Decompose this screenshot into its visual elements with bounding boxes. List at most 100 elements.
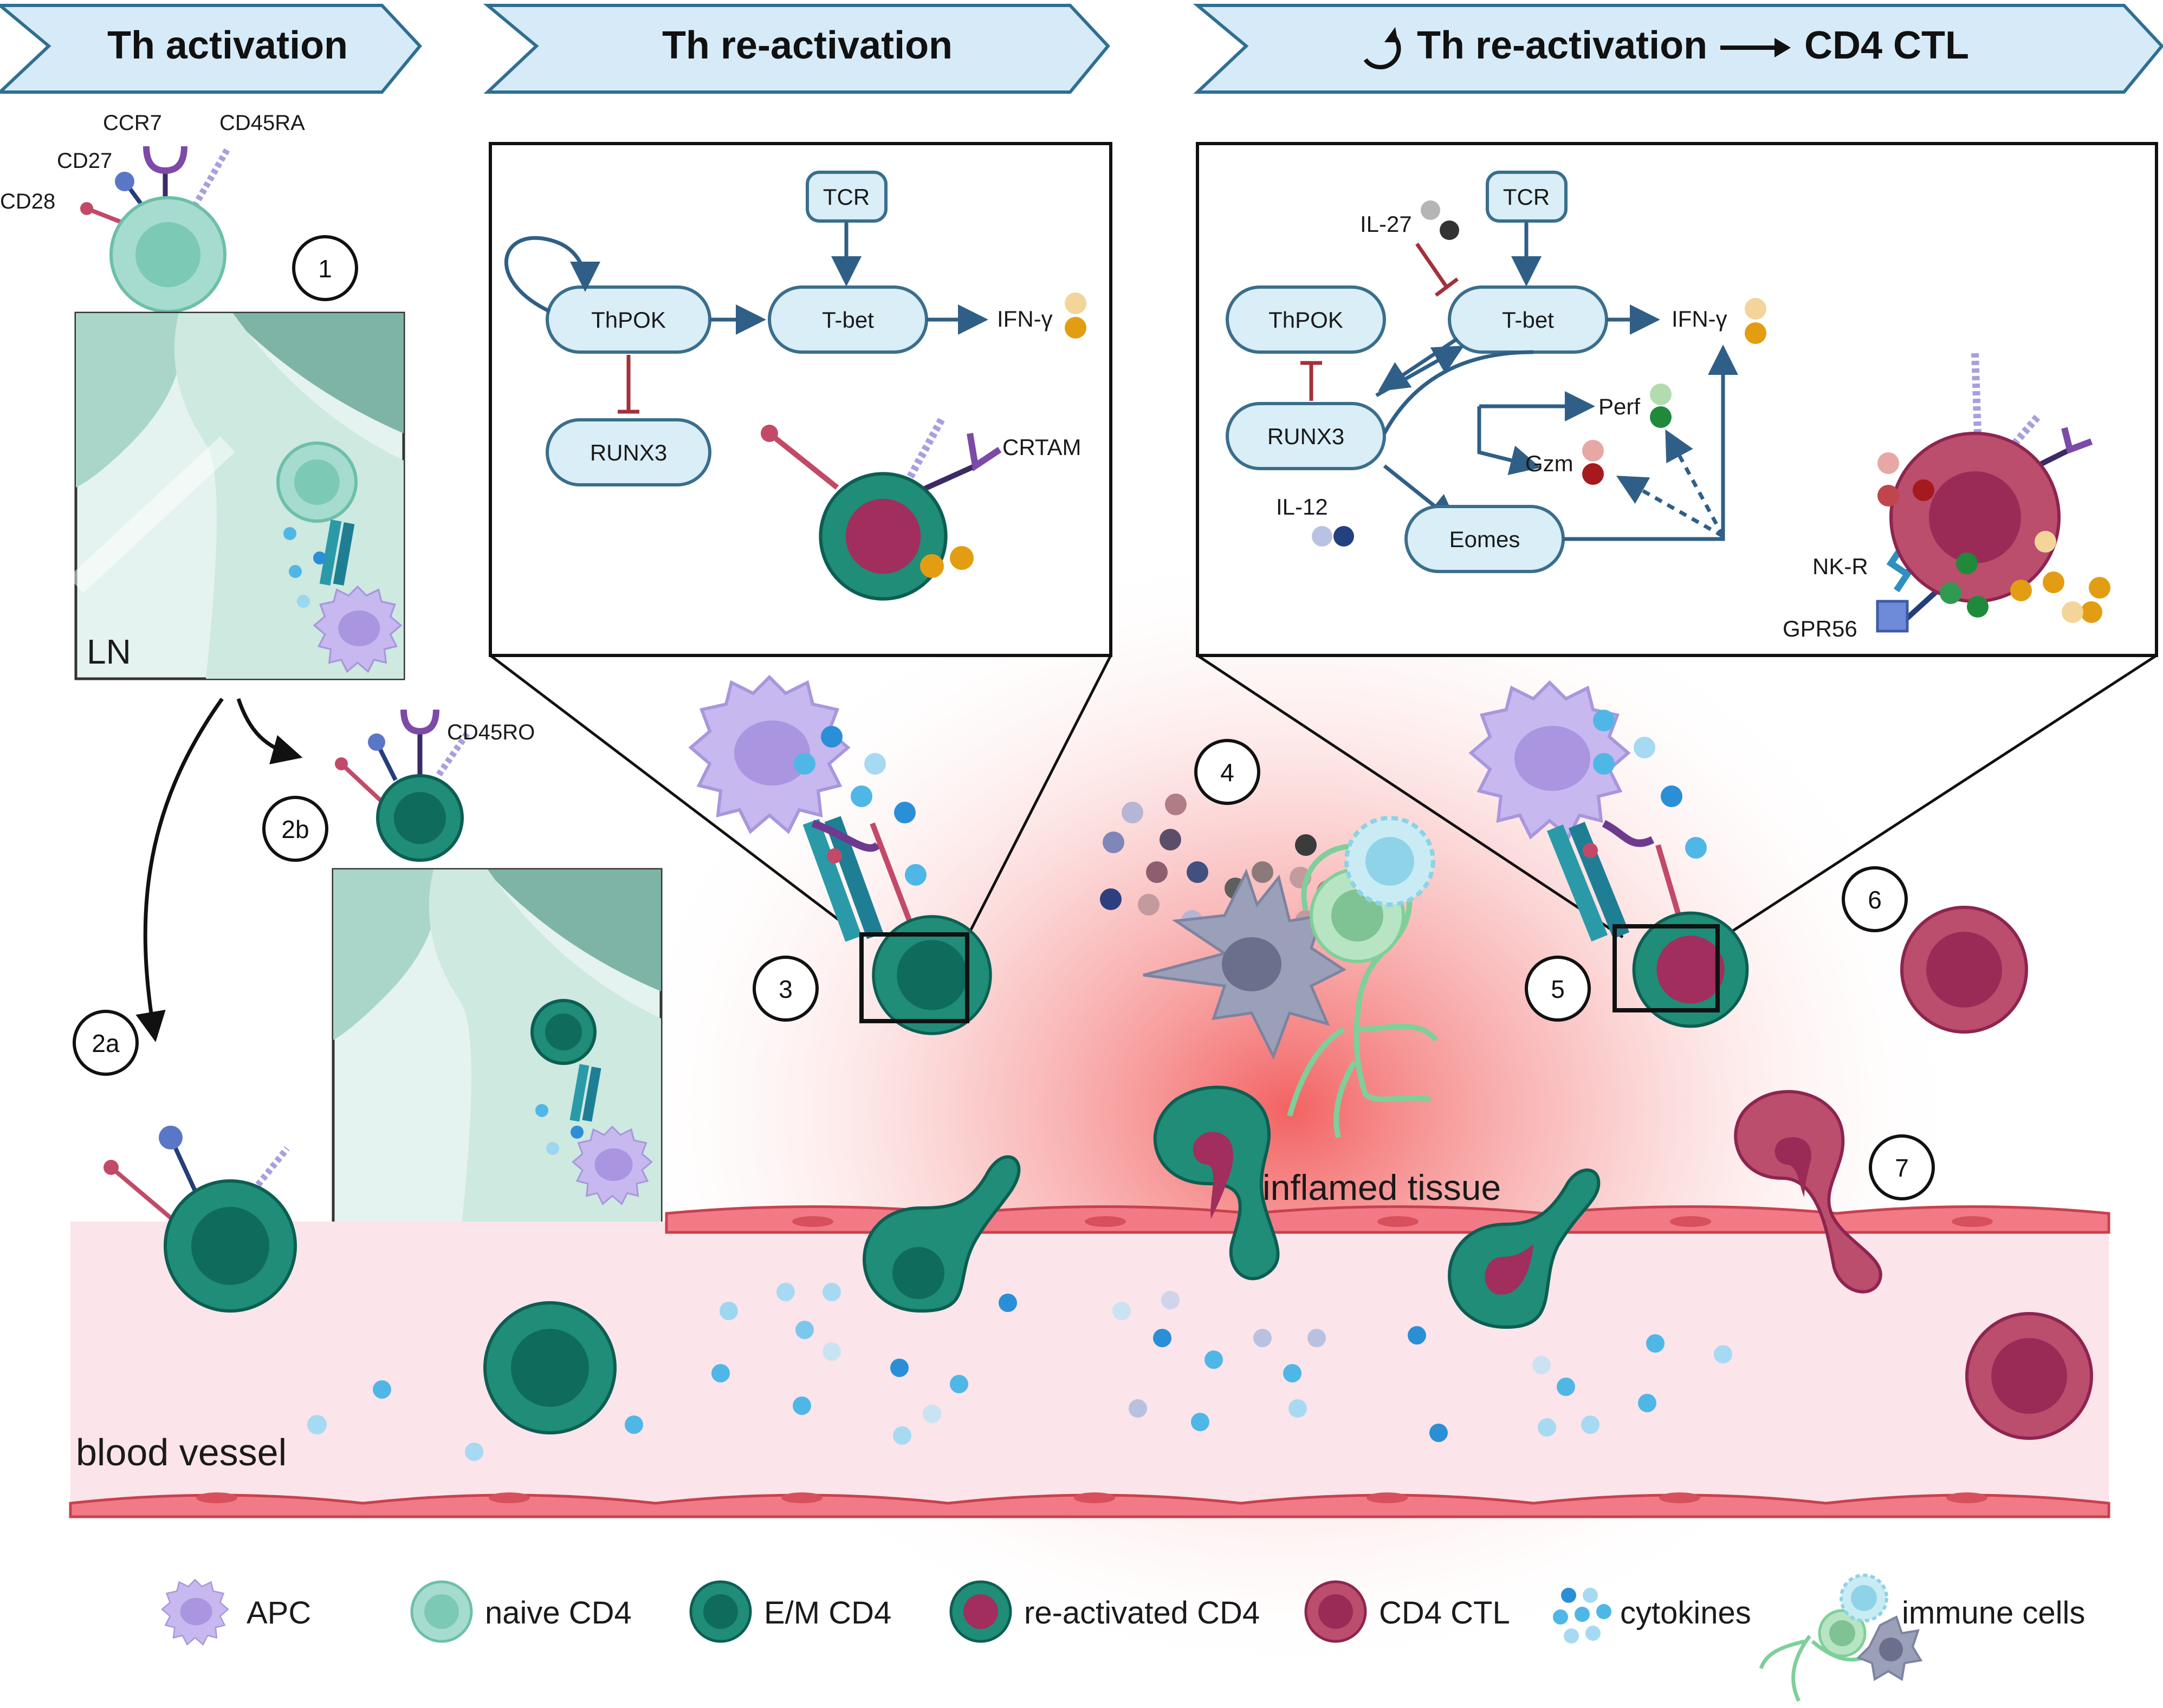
immune-cells-icon	[1759, 1574, 1923, 1702]
svg-text:RUNX3: RUNX3	[1267, 424, 1344, 449]
arrow-thpok-self	[504, 236, 600, 314]
blood-vessel-label: blood vessel	[76, 1431, 287, 1473]
header-th-reactivation-text: Th re-activation	[662, 24, 953, 67]
line-runx3-tbet-curve	[1382, 350, 1534, 434]
panel-th-reactivation	[489, 142, 1112, 938]
em-cd4-cell-2b	[335, 709, 471, 862]
step-2b: 2b	[262, 796, 328, 862]
extravasating-reactivated-cell-right	[1448, 1168, 1601, 1329]
apc-icon	[161, 1579, 229, 1646]
node-eomes: Eomes	[1404, 505, 1565, 573]
legend-ctl-label: CD4 CTL	[1379, 1595, 1510, 1631]
node-runx3-left: RUNX3	[546, 418, 711, 486]
svg-text:ThPOK: ThPOK	[591, 307, 666, 333]
cycle-icon	[1363, 27, 1401, 69]
em-cd4-icon	[689, 1580, 752, 1643]
arrow-eomes-ifng	[1563, 345, 1738, 541]
extravasating-reactivated-cell-center	[1153, 1086, 1280, 1281]
header-th-activation-text: Th activation	[107, 24, 348, 67]
svg-text:2a: 2a	[92, 1029, 120, 1057]
arrow-eomes-gzm	[1616, 476, 1724, 538]
arrow-ln-to-2b	[236, 698, 303, 764]
svg-text:3: 3	[779, 975, 793, 1003]
label-gzm: Gzm	[1525, 451, 1573, 476]
marker-cd45ro: CD45RO	[447, 720, 535, 744]
svg-text:T-bet: T-bet	[822, 307, 874, 333]
header-th-reactivation-ctl: Th re-activation CD4 CTL	[1193, 4, 2163, 94]
label-ifng-left: IFN-γ	[997, 306, 1053, 332]
marker-cd45ra: CD45RA	[219, 111, 305, 135]
node-thpok-right: ThPOK	[1226, 285, 1386, 354]
synapse-step-3	[691, 677, 990, 1034]
legend-apc-label: APC	[247, 1595, 311, 1631]
node-tcr-left: TCR	[806, 171, 888, 223]
header-th-reactivation: Th re-activation	[483, 4, 1110, 94]
svg-text:7: 7	[1895, 1154, 1909, 1182]
cd4-ctl-cell-step-6	[1902, 907, 2026, 1032]
header-ctl-text: CD4 CTL	[1804, 24, 1969, 67]
extravasating-ctl-cell	[1734, 1090, 1882, 1294]
synapse-step-5	[1471, 683, 1747, 1027]
reactivated-cd4-icon	[949, 1580, 1012, 1643]
naive-cd4-cell	[80, 146, 231, 313]
step-5: 5	[1525, 956, 1591, 1022]
legend-immune-label: immune cells	[1902, 1595, 2085, 1631]
step-7: 7	[1869, 1134, 1935, 1200]
cytokines-vessel	[307, 1283, 1732, 1461]
reactivated-cd4-cell-panel	[761, 415, 1002, 599]
label-ifng-right: IFN-γ	[1672, 306, 1727, 332]
inhibit-runx3-thpok	[1300, 361, 1322, 401]
cd4-ctl-icon	[1304, 1580, 1367, 1643]
svg-text:4: 4	[1220, 758, 1234, 787]
legend-reactivated-label: re-activated CD4	[1024, 1595, 1260, 1631]
node-tcr-right: TCR	[1486, 171, 1568, 223]
legend: APC naive CD4 E/M CD4 re-activated CD4 C…	[161, 1574, 2085, 1702]
step-3: 3	[753, 956, 819, 1022]
arrow-ln-to-2a	[135, 697, 224, 1042]
marker-cd27: CD27	[57, 149, 112, 173]
ln-label: LN	[87, 632, 131, 671]
naive-cd4-icon	[410, 1580, 473, 1643]
legend-em-label: E/M CD4	[764, 1595, 891, 1631]
marker-crtam: CRTAM	[1002, 434, 1081, 460]
cytokines-icon	[1553, 1588, 1611, 1644]
inhibit-thpok-runx3-left	[618, 355, 639, 414]
label-il27: IL-27	[1360, 211, 1412, 237]
node-tbet-left: T-bet	[768, 285, 928, 354]
immune-cells-step-4	[1143, 816, 1438, 1139]
svg-text:TCR: TCR	[1503, 184, 1550, 210]
arrow-right-icon	[1720, 38, 1791, 57]
svg-text:RUNX3: RUNX3	[590, 440, 667, 465]
inflamed-tissue-label: inflamed tissue	[1262, 1167, 1501, 1207]
marker-ccr7: CCR7	[103, 111, 162, 135]
cytokines-step-4	[1100, 794, 1338, 943]
legend-cytokines-label: cytokines	[1620, 1595, 1751, 1631]
node-thpok-left: ThPOK	[546, 285, 711, 354]
lymph-node-box-2	[332, 868, 663, 1237]
header-th-activation: Th activation	[0, 4, 422, 94]
svg-text:6: 6	[1868, 886, 1882, 914]
node-runx3-right: RUNX3	[1226, 402, 1386, 470]
step-1: 1	[292, 235, 358, 301]
arrow-tbet-runx3	[1378, 337, 1459, 392]
marker-cd28: CD28	[0, 190, 55, 213]
label-perf: Perf	[1598, 394, 1640, 419]
svg-text:5: 5	[1551, 975, 1565, 1003]
cd4-ctl-cell-panel	[1876, 352, 2110, 633]
arrow-to-gzm	[1477, 406, 1541, 475]
extravasating-em-cell	[863, 1155, 1021, 1313]
marker-nkr: NK-R	[1812, 554, 1868, 579]
label-il12: IL-12	[1276, 494, 1328, 519]
svg-text:ThPOK: ThPOK	[1268, 307, 1343, 333]
svg-text:1: 1	[318, 255, 332, 283]
legend-naive-label: naive CD4	[485, 1595, 632, 1631]
svg-text:Eomes: Eomes	[1449, 527, 1520, 552]
arrow-eomes-perf	[1665, 429, 1725, 537]
svg-text:TCR: TCR	[823, 184, 870, 210]
svg-text:2b: 2b	[281, 815, 309, 843]
step-6: 6	[1842, 866, 1908, 932]
em-cd4-cell-vessel	[485, 1303, 615, 1433]
blood-vessel	[69, 1205, 2110, 1518]
node-tbet-right: T-bet	[1448, 285, 1608, 354]
